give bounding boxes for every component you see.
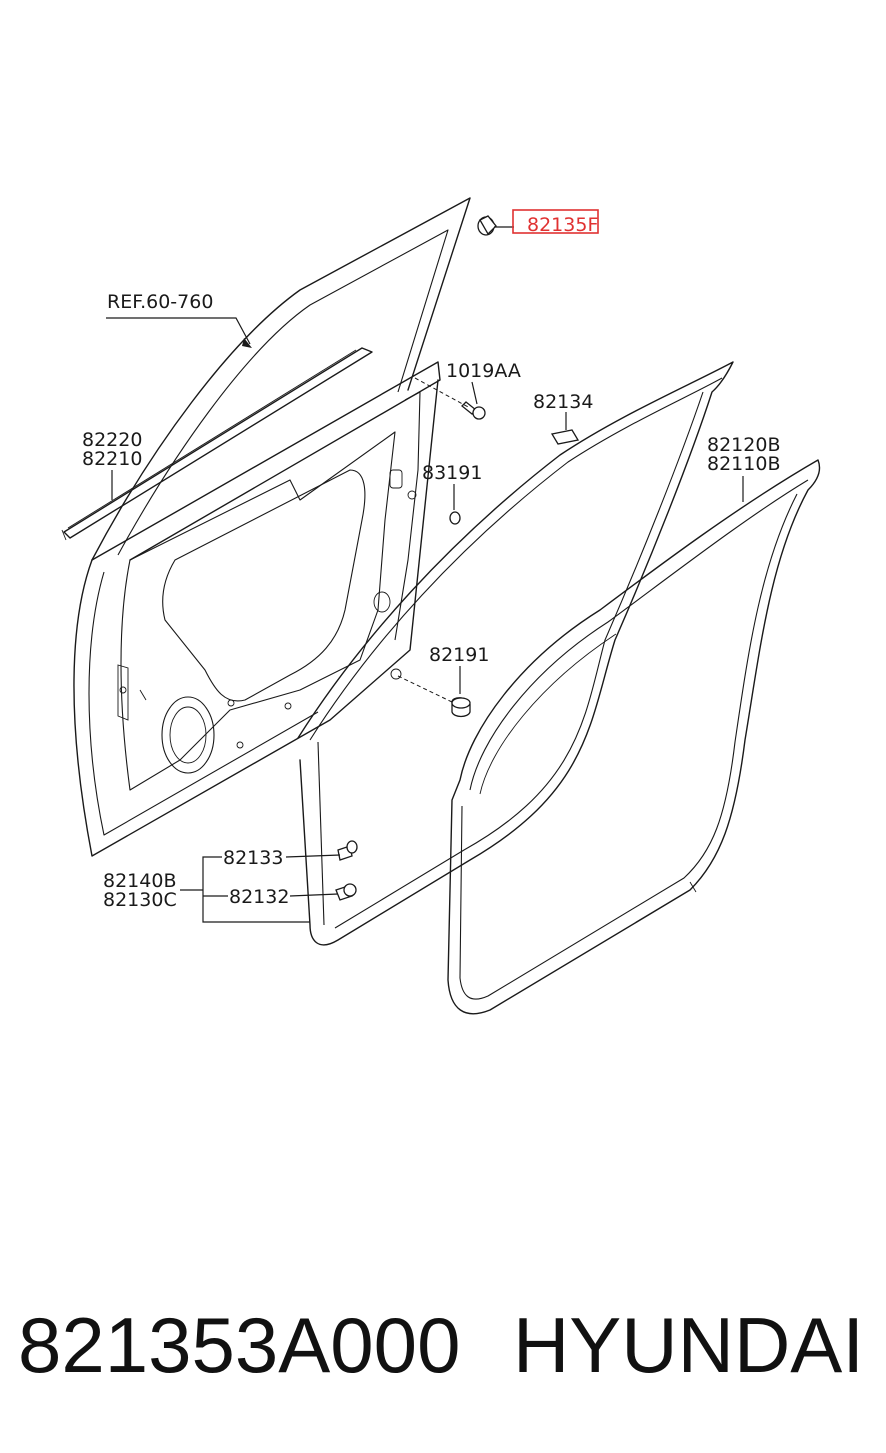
callout-82134: 82134 xyxy=(533,391,593,413)
callout-82210: 82210 xyxy=(82,448,142,470)
callout-82191: 82191 xyxy=(429,644,489,666)
fastener-82133 xyxy=(337,840,358,861)
door-weatherstrip xyxy=(297,361,734,946)
callout-82120b: 82120B xyxy=(707,434,780,456)
highlight-box xyxy=(512,209,599,234)
footer: 821353A000 HYUNDAI xyxy=(0,1290,886,1400)
bumper-82191 xyxy=(451,697,471,718)
callout-ref: REF.60-760 xyxy=(107,291,213,313)
leader-lines xyxy=(106,226,744,923)
callout-82110b: 82110B xyxy=(707,453,780,475)
callout-82135f: 82135F xyxy=(527,214,598,236)
clip-82135f xyxy=(477,215,497,236)
callout-82220: 82220 xyxy=(82,429,142,451)
plug-82132 xyxy=(335,883,357,901)
door-panel xyxy=(73,197,471,857)
body-weatherstrip xyxy=(447,459,821,1015)
part-number: 821353A000 xyxy=(18,1301,461,1389)
callout-82140b: 82140B xyxy=(103,870,176,892)
belt-weatherstrip xyxy=(61,347,373,541)
grommet-83191 xyxy=(449,511,461,525)
callout-82130c: 82130C xyxy=(103,889,177,911)
pad-82134 xyxy=(550,429,580,445)
screw-1019aa xyxy=(461,401,486,420)
brand-name: HYUNDAI xyxy=(512,1301,864,1389)
callout-83191: 83191 xyxy=(422,462,482,484)
callout-1019aa: 1019AA xyxy=(446,360,521,382)
callout-82133: 82133 xyxy=(223,847,283,869)
callout-82132: 82132 xyxy=(229,886,289,908)
